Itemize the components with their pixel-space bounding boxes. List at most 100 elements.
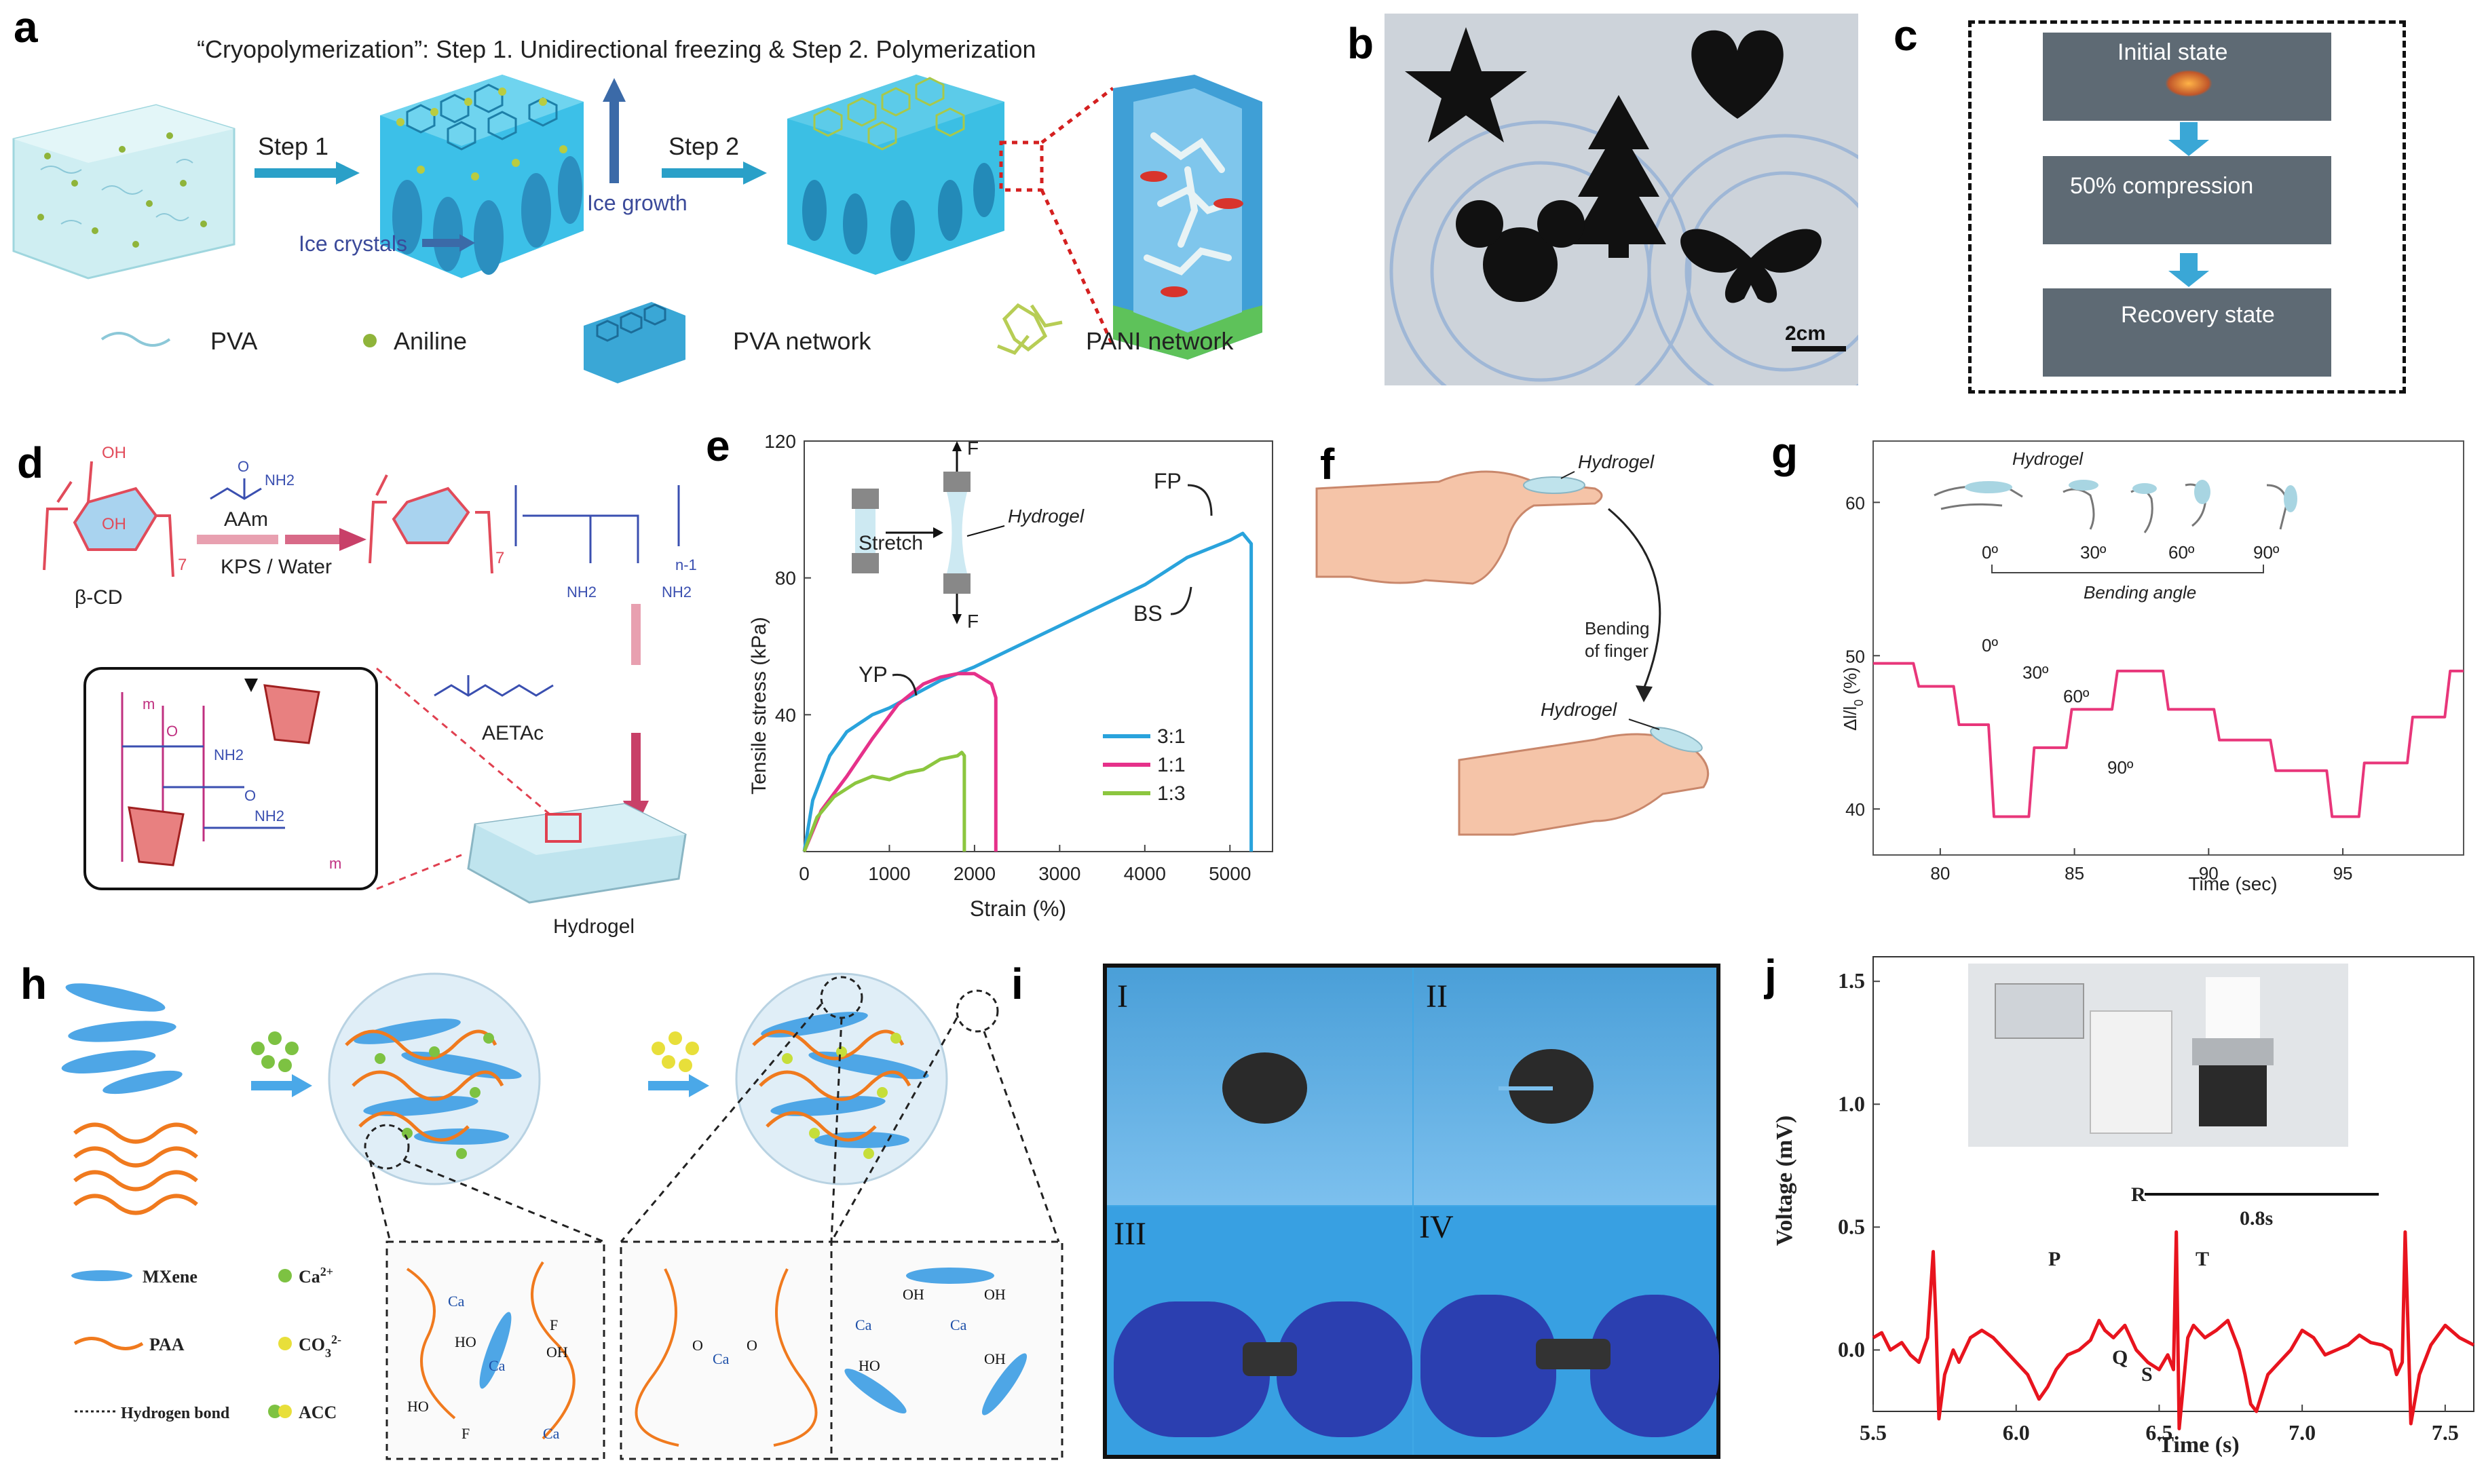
label-ii: II (1426, 978, 1448, 1014)
legend-pva-network: PVA network (584, 302, 871, 383)
rr-interval-label: 0.8s (2240, 1207, 2273, 1230)
polymer-chain (514, 485, 680, 563)
svg-text:7: 7 (178, 556, 187, 574)
hand-bottom (1458, 727, 1710, 836)
panel-j-ylabel: Voltage (mV) (1772, 1116, 1797, 1246)
panel-g-ylabel: Δl/l0 (%) (1840, 667, 1866, 731)
panel-label-i: i (1011, 959, 1023, 1008)
fp-pointer (1187, 484, 1213, 516)
state-compression-label: 50% compression (2070, 173, 2254, 199)
bs-pointer (1170, 586, 1192, 615)
x-tick-label: 2000 (954, 863, 996, 884)
panel-e-legend: 3:11:11:3 (1103, 725, 1186, 805)
bending-angle-bracket (1991, 565, 2264, 573)
step-annot-30: 30º (2022, 662, 2049, 683)
bending-arrow (1608, 508, 1661, 693)
legend-paa: PAA (73, 1335, 185, 1354)
panel-label-b: b (1347, 19, 1374, 68)
panel-i-frame: I II III IV (1103, 964, 1720, 1459)
svg-text:F: F (967, 438, 979, 459)
x-tick-label: 1000 (868, 863, 910, 884)
yp-label: YP (859, 662, 888, 687)
scale-bar (1792, 346, 1846, 351)
scale-bar-label: 2cm (1785, 322, 1826, 345)
series-line-3:1 (802, 531, 1254, 852)
reaction-arrow (197, 528, 366, 551)
svg-text:PVA network: PVA network (733, 327, 871, 355)
arrow-right-icon (648, 1074, 709, 1097)
series-line-1:3 (802, 750, 966, 852)
bs-label: BS (1133, 601, 1163, 626)
hydrogel-label: Hydrogel (553, 915, 635, 938)
panel-label-f: f (1320, 440, 1335, 489)
svg-text:ACC: ACC (299, 1403, 337, 1422)
step1-label: Step 1 (258, 132, 328, 160)
y-tick-label: 40 (775, 704, 796, 725)
svg-text:MXene: MXene (143, 1267, 197, 1287)
arrow-down-icon (1636, 685, 1653, 702)
svg-text:F: F (462, 1425, 470, 1442)
x-tick-label: 7.5 (2432, 1420, 2459, 1445)
legend-aniline: Aniline (363, 327, 467, 355)
y-tick-label: 0.0 (1838, 1337, 1865, 1361)
cyclodextrin-cup-icon (263, 684, 320, 744)
x-tick-label: 85 (2065, 863, 2084, 883)
angle-label-30: 30º (2080, 542, 2107, 563)
svg-text:NH2: NH2 (214, 746, 244, 763)
svg-text:NH2: NH2 (567, 584, 597, 601)
x-tick-label: 6.5 (2145, 1420, 2172, 1445)
angle-label-0: 0º (1982, 542, 1998, 563)
y-tick-label: 120 (764, 434, 796, 452)
angle-label-60: 60º (2168, 542, 2195, 563)
svg-text:Ca: Ca (543, 1425, 560, 1442)
svg-text:Ca: Ca (950, 1316, 967, 1333)
svg-text:7: 7 (495, 549, 504, 567)
legend-mxene: MXene (71, 1267, 197, 1287)
svg-text:PANI network: PANI network (1086, 327, 1234, 355)
svg-text:n-1: n-1 (675, 556, 697, 573)
ice-crystals-label: Ice crystals (299, 231, 407, 256)
ca-dots (251, 1031, 299, 1072)
svg-text:OH: OH (984, 1286, 1006, 1303)
label-iv: IV (1419, 1209, 1454, 1245)
legend-label: 1:3 (1157, 782, 1186, 805)
honeycomb-icon (584, 302, 685, 383)
ice-crystals-arrow (422, 234, 475, 252)
plot-frame (1872, 956, 2474, 1412)
panel-b-photo: 2cm (1385, 14, 1923, 423)
svg-text:HO: HO (455, 1333, 476, 1350)
hydrogel-patches (1965, 480, 2297, 512)
peak-s: S (2141, 1363, 2153, 1386)
paa-icon (73, 1337, 144, 1350)
inset-connector-lines (376, 667, 550, 890)
x-tick-label: 7.0 (2289, 1420, 2316, 1445)
down-reaction-arrow (623, 604, 649, 828)
svg-text:F: F (967, 611, 979, 632)
svg-text:OH: OH (102, 515, 126, 533)
callout-lines (369, 1004, 1060, 1243)
pointer-triangle-icon (244, 679, 258, 692)
beta-cd-structure (43, 461, 174, 577)
legend-label: 1:1 (1157, 754, 1186, 776)
state-recovery-label: Recovery state (2121, 302, 2275, 328)
ice-growth-arrow (603, 78, 626, 183)
ecg-setup-photo (1968, 964, 2348, 1147)
panel-j-xlabel: Time (s) (2158, 1432, 2239, 1458)
step2-arrow (662, 161, 767, 185)
svg-text:O: O (166, 723, 178, 740)
svg-text:Ca: Ca (489, 1357, 506, 1374)
stretch-schematic (852, 441, 1005, 624)
svg-text:NH2: NH2 (662, 584, 692, 601)
step1-arrow (255, 161, 360, 185)
svg-text:PAA: PAA (149, 1335, 185, 1354)
aetac-label: AETAc (482, 722, 544, 744)
down-arrow-icon (2168, 253, 2209, 287)
y-tick-label: 80 (775, 568, 796, 589)
arrow-down-icon (952, 614, 962, 624)
hydrogel-block (467, 803, 687, 904)
svg-text:NH2: NH2 (255, 807, 284, 824)
pani-zoom-box (1113, 75, 1262, 360)
aam-label: AAm (224, 508, 268, 531)
